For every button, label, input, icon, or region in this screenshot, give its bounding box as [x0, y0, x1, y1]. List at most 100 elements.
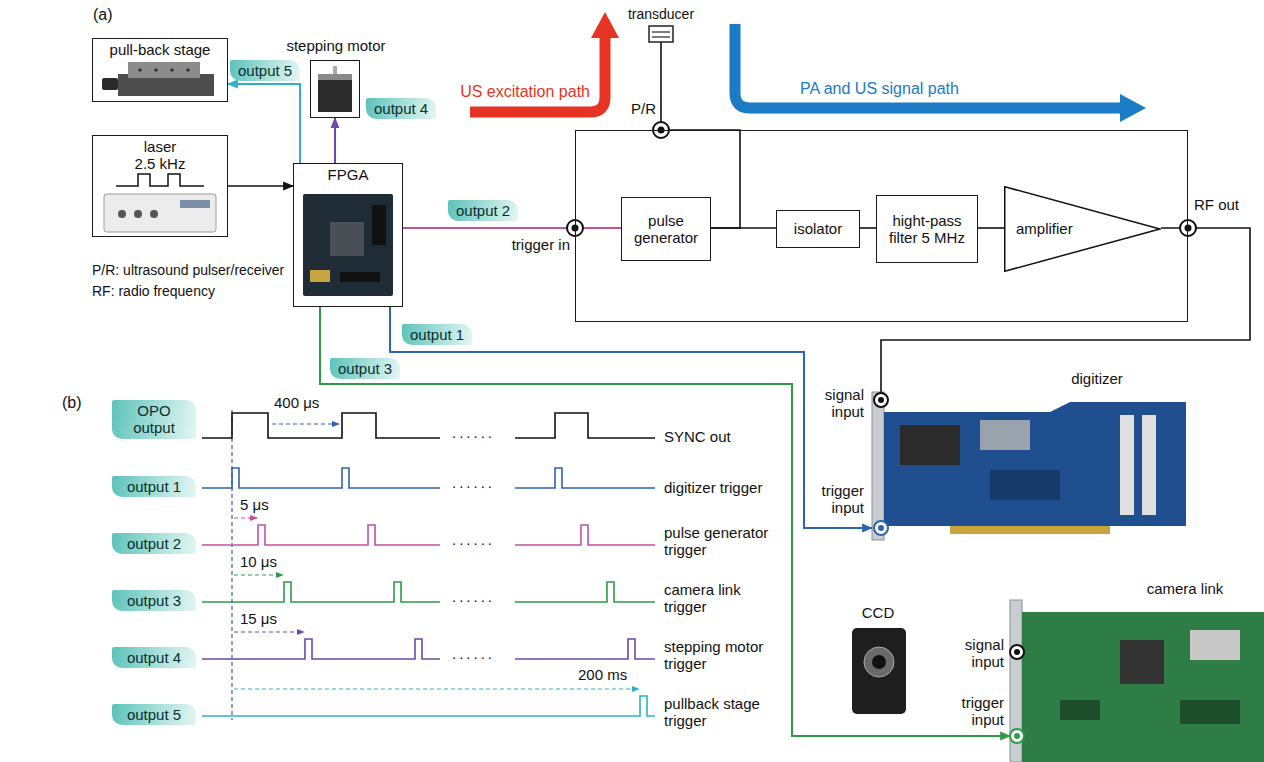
delay-arrows	[272, 423, 339, 424]
pcb-card-green	[1010, 600, 1264, 762]
card-node: camera linksignal inputtrigger input	[1010, 600, 1264, 762]
probe-symbol	[649, 26, 673, 42]
laser-illustration	[116, 174, 204, 186]
delay-arrows	[234, 688, 639, 689]
row-banner: output 3	[112, 590, 196, 611]
stage-illustration	[138, 68, 142, 72]
amp-outline	[1005, 187, 1160, 272]
abbrev-note: RF: radio frequency	[92, 283, 215, 299]
signal-band	[735, 24, 1122, 108]
node-text: CCD	[846, 604, 910, 621]
probe-symbol	[652, 31, 670, 32]
connector	[320, 307, 1010, 736]
connector	[228, 84, 300, 163]
timing-waveforms	[202, 582, 655, 602]
delay-arrows	[234, 574, 283, 575]
board-illustration	[310, 270, 330, 282]
node-text: camera link	[1130, 580, 1240, 597]
delay-label: 5 μs	[240, 496, 269, 513]
port-name: trigger in	[496, 236, 570, 253]
device-box: laser2.5 kHz	[92, 135, 228, 237]
panel-tag: (a)	[93, 6, 113, 24]
connector	[228, 185, 293, 187]
port-name: RF out	[1194, 196, 1239, 213]
probe-symbol	[660, 42, 662, 60]
ellipsis: ......	[452, 474, 495, 491]
signal-banner: output 1	[402, 324, 472, 345]
motor-illustration	[318, 66, 352, 112]
delay-arrows	[234, 517, 257, 518]
pcb-card-blue	[950, 526, 1110, 534]
ellipsis: ......	[452, 424, 495, 441]
board-illustration	[340, 272, 380, 282]
row-banner: OPO output	[112, 400, 196, 439]
sensor-illustration	[864, 647, 894, 677]
row-banner: output 5	[112, 704, 196, 725]
node-text: trigger input	[940, 694, 1004, 729]
timing-waveforms	[231, 410, 232, 720]
node-text: stepping motor	[281, 37, 391, 54]
motor-illustration	[318, 74, 352, 80]
path-caption: US excitation path	[440, 83, 590, 101]
port-circle	[1010, 645, 1024, 659]
connector	[334, 118, 336, 163]
row-name: stepping motor trigger	[664, 638, 782, 673]
probe-symbol	[649, 26, 673, 60]
timing-waveforms	[202, 525, 655, 545]
signal-banner: output 5	[230, 60, 300, 81]
node-text: trigger input	[800, 482, 864, 517]
stage-illustration	[102, 78, 118, 90]
pcb-card-blue	[1120, 415, 1134, 515]
node-text: digitizer	[1052, 370, 1142, 387]
port-circle	[567, 220, 583, 236]
port-circle	[567, 122, 1196, 743]
row-name: SYNC out	[664, 428, 731, 445]
stage-illustration	[102, 62, 214, 96]
pcb-card-green	[1180, 700, 1240, 724]
excitation-band	[470, 12, 619, 112]
timing-waveforms	[202, 410, 655, 720]
pcb-card-green	[1022, 612, 1264, 762]
ellipsis: ......	[452, 531, 495, 548]
pcb-card-green	[1190, 630, 1240, 660]
node-text: FPGA	[328, 166, 369, 183]
pcb-card-green	[1120, 640, 1164, 684]
abbrev-note: P/R: ultrasound pulser/receiver	[92, 262, 284, 278]
node-text: hight-pass filter 5 MHz	[879, 212, 975, 247]
node-text: isolator	[794, 220, 842, 237]
port-circle	[1010, 729, 1024, 743]
node-text: signal input	[800, 386, 864, 421]
laser-illustration	[104, 174, 216, 232]
row-banner: output 2	[112, 533, 196, 554]
port-circle	[874, 521, 888, 535]
stage-illustration	[128, 62, 200, 78]
signal-banner: output 3	[330, 358, 400, 379]
connector	[661, 60, 740, 228]
row-banner: output 1	[112, 476, 196, 497]
connector	[403, 227, 621, 229]
delay-label: 10 μs	[240, 553, 277, 570]
connector	[390, 307, 872, 528]
connector	[860, 227, 876, 229]
node-text: 2.5 kHz	[135, 155, 186, 172]
controller-box: FPGA	[293, 163, 403, 307]
sensor-illustration	[872, 655, 886, 669]
process-box: hight-pass filter 5 MHz	[876, 195, 978, 263]
port-circle	[878, 525, 884, 531]
pcb-card-blue	[980, 420, 1030, 450]
motor-illustration	[318, 74, 352, 112]
signal-band	[1120, 94, 1146, 122]
port-circle	[658, 127, 665, 134]
port-circle	[874, 393, 888, 407]
sensor-illustration	[852, 628, 906, 714]
port-circle	[653, 122, 669, 138]
signal-banner: output 4	[366, 98, 436, 119]
node-text: P/R	[616, 100, 656, 117]
path-caption: PA and US signal path	[800, 80, 959, 98]
node-text: pulse generator	[624, 212, 708, 247]
process-box: isolator	[776, 210, 860, 248]
